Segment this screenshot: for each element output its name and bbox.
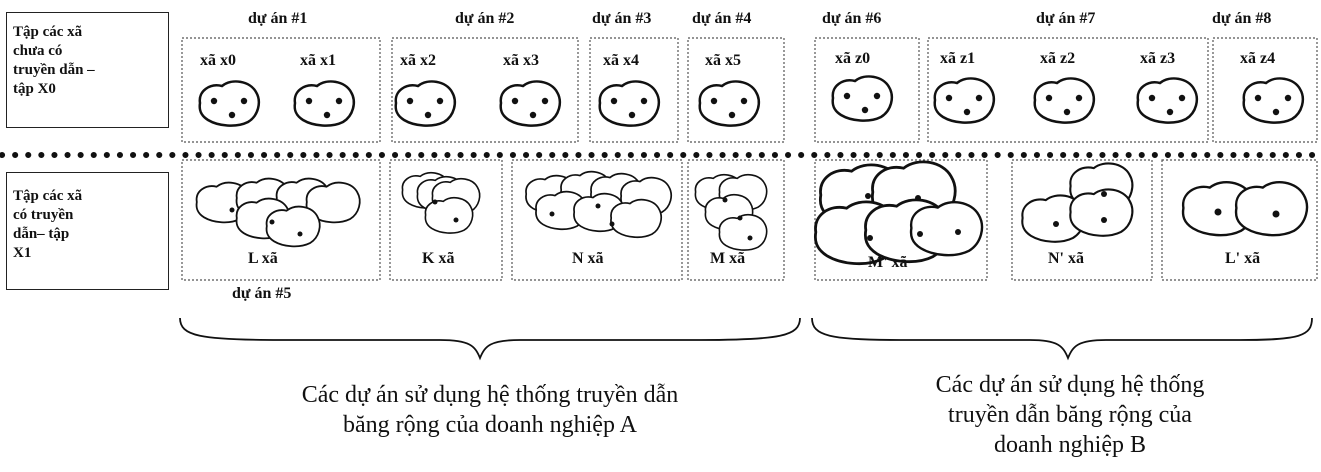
cluster-l [195,177,361,248]
row-label-x0: Tập các xã chưa có truyền dẫn – tập X0 [6,12,169,128]
caption-b-line: truyền dẫn băng rộng của [948,402,1192,428]
commune-shape-x2 [394,80,457,127]
project-label-4: dự án #4 [692,10,752,27]
group-label-l2: L' xã [1225,250,1261,267]
caption-enterprise-b: Các dự án sử dụng hệ thống truyền dẫn bă… [840,370,1300,460]
commune-label-z0: xã z0 [835,50,871,67]
project-box-6-x0 [814,37,920,143]
caption-b-line: doanh nghiệp B [994,432,1146,458]
row-label-x0-line: tập X0 [13,81,56,97]
project-box-7-x0 [927,37,1209,143]
project-box-8-x0 [1212,37,1318,143]
caption-enterprise-a: Các dự án sử dụng hệ thống truyền dẫn bă… [190,380,790,440]
project-box-n-x1 [511,159,683,281]
project-label-3: dự án #3 [592,10,652,27]
brace-right [811,317,1313,361]
caption-b-line: Các dự án sử dụng hệ thống [935,372,1205,398]
commune-label-x5: xã x5 [705,52,741,69]
cluster-m2 [813,160,984,266]
project-label-5: dự án #5 [232,285,292,302]
group-label-m: M xã [710,250,746,267]
cluster-m [694,173,768,251]
row-label-x1-line: dẫn– tập [13,226,70,242]
cluster-k [401,171,481,234]
project-box-n2-x1 [1011,159,1153,281]
commune-shape-x0 [198,80,261,127]
commune-shape-z3 [1136,77,1199,124]
project-label-8: dự án #8 [1212,10,1272,27]
commune-label-x2: xã x2 [400,52,436,69]
commune-shape-z2 [1033,77,1096,124]
group-label-m2: M' xã [868,254,908,271]
cluster-l2 [1181,180,1309,237]
group-label-k: K xã [422,250,455,267]
commune-label-z4: xã z4 [1240,50,1276,67]
row-label-x0-line: Tập các xã [13,24,83,40]
project-box-l2-x1 [1161,159,1318,281]
caption-a-line: Các dự án sử dụng hệ thống truyền dẫn [301,382,679,408]
commune-dots-z4 [1254,94,1292,116]
row-label-x1-line: Tập các xã [13,188,83,204]
commune-label-x1: xã x1 [300,52,336,69]
row-label-x0-line: chưa có [13,43,63,59]
commune-dots-x2 [406,97,444,119]
commune-shape-z4 [1242,77,1305,124]
commune-dots-x1 [305,97,343,119]
row-label-x0-line: truyền dẫn – [13,62,95,78]
commune-dots-z1 [945,94,983,116]
commune-shape-x5 [698,80,761,127]
project-label-7: dự án #7 [1036,10,1096,27]
commune-dots-z3 [1148,94,1186,116]
project-box-k-x1 [389,159,503,281]
commune-label-z3: xã z3 [1140,50,1176,67]
commune-dots-x0 [210,97,248,119]
commune-dots-x3 [511,97,549,119]
commune-shape-z0 [831,75,894,122]
group-label-l: L xã [248,250,278,267]
cluster-n2 [1021,162,1134,243]
group-label-n: N xã [572,250,604,267]
commune-shape-z1 [933,77,996,124]
commune-dots-x4 [610,97,648,119]
commune-shape-x3 [499,80,562,127]
commune-label-x0: xã x0 [200,52,236,69]
project-label-1: dự án #1 [248,10,308,27]
project-box-2-x0 [391,37,579,143]
commune-label-z1: xã z1 [940,50,976,67]
row-label-x1: Tập các xã có truyền dẫn– tập X1 [6,172,169,290]
commune-label-x3: xã x3 [503,52,539,69]
commune-label-z2: xã z2 [1040,50,1076,67]
commune-dots-z0 [843,92,881,114]
group-label-n2: N' xã [1048,250,1084,267]
commune-dots-z2 [1045,94,1083,116]
project-box-5-x1 [181,159,381,281]
project-label-2: dự án #2 [455,10,515,27]
row-label-x1-line: có truyền [13,207,74,223]
commune-shape-x4 [598,80,661,127]
caption-a-line: băng rộng của doanh nghiệp A [343,412,637,438]
row-label-x1-line: X1 [13,245,32,261]
project-box-m-x1 [687,159,785,281]
brace-left [179,317,801,361]
project-box-1-x0 [181,37,381,143]
commune-dots-x5 [710,97,748,119]
commune-shape-x1 [293,80,356,127]
project-box-3-x0 [589,37,679,143]
project-box-4-x0 [687,37,785,143]
project-box-m2-x1 [814,159,988,281]
commune-label-x4: xã x4 [603,52,639,69]
project-label-6: dự án #6 [822,10,882,27]
